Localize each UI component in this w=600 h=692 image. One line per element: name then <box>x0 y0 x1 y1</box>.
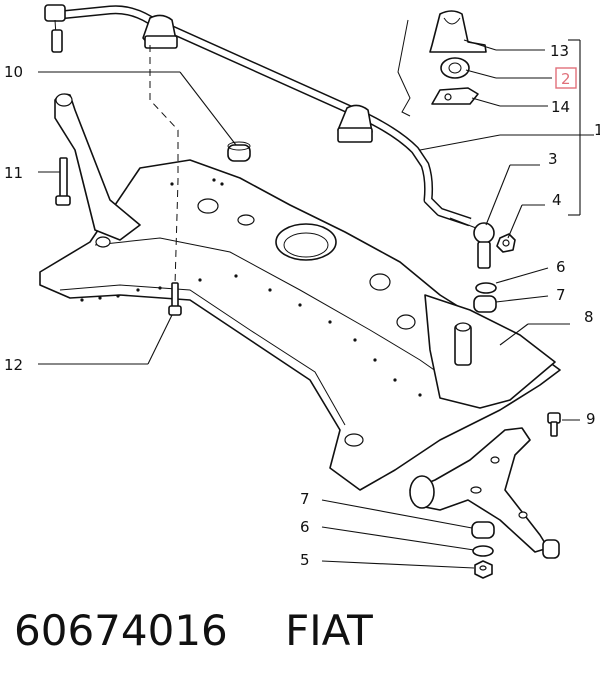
callout-4: 4 <box>552 191 562 209</box>
mount-bushing-part-10 <box>227 141 251 162</box>
callout-12: 12 <box>4 356 23 374</box>
bolt-part-9 <box>547 412 561 437</box>
callout-1: 1 <box>594 121 600 139</box>
nut-part-4 <box>496 233 516 253</box>
bolt-part-12 <box>168 282 182 316</box>
bracket-part-14 <box>431 87 479 105</box>
control-arm <box>409 427 560 559</box>
callout-2: 2 <box>561 70 571 88</box>
part-caption: 60674016 FIAT <box>14 606 584 666</box>
part-number: 60674016 <box>14 606 228 655</box>
callout-3: 3 <box>548 150 558 168</box>
callout-14: 14 <box>551 98 570 116</box>
subframe-rivets <box>80 178 422 397</box>
bushing-part-2 <box>440 57 470 79</box>
bar-clamp-right <box>337 104 373 143</box>
callout-13: 13 <box>550 42 569 60</box>
brand-name: FIAT <box>285 606 373 655</box>
mount-plate-part-8 <box>424 294 556 409</box>
callout-10: 10 <box>4 63 23 81</box>
bushing-part-7-top <box>473 295 497 313</box>
bar-clamp-left <box>142 14 178 49</box>
nut-part-5 <box>474 560 493 579</box>
washer-part-6-top <box>475 282 497 294</box>
callout-5: 5 <box>300 551 310 569</box>
bolt-part-11 <box>55 157 71 206</box>
callout-2-highlight <box>555 67 577 89</box>
callout-9: 9 <box>586 410 596 428</box>
end-link-part-3 <box>449 217 495 269</box>
bushing-part-7-bottom <box>471 521 495 539</box>
callout-6-top: 6 <box>556 258 566 276</box>
left-mount-bracket <box>54 93 141 241</box>
leader-lines <box>38 39 594 569</box>
callout-11: 11 <box>4 164 23 182</box>
clamp-part-13 <box>429 10 487 53</box>
callout-6-bottom: 6 <box>300 518 310 536</box>
callout-7-top: 7 <box>556 286 566 304</box>
washer-part-6-bottom <box>472 545 494 557</box>
callout-8: 8 <box>584 308 594 326</box>
subframe <box>39 159 561 491</box>
exploded-parts-diagram: 10 11 12 1 13 2 14 3 4 6 7 8 9 7 6 5 <box>4 4 600 579</box>
callout-labels: 10 11 12 1 13 2 14 3 4 6 7 8 9 7 6 5 <box>4 42 600 569</box>
stabilizer-bar <box>44 4 472 227</box>
callout-7-bottom: 7 <box>300 490 310 508</box>
